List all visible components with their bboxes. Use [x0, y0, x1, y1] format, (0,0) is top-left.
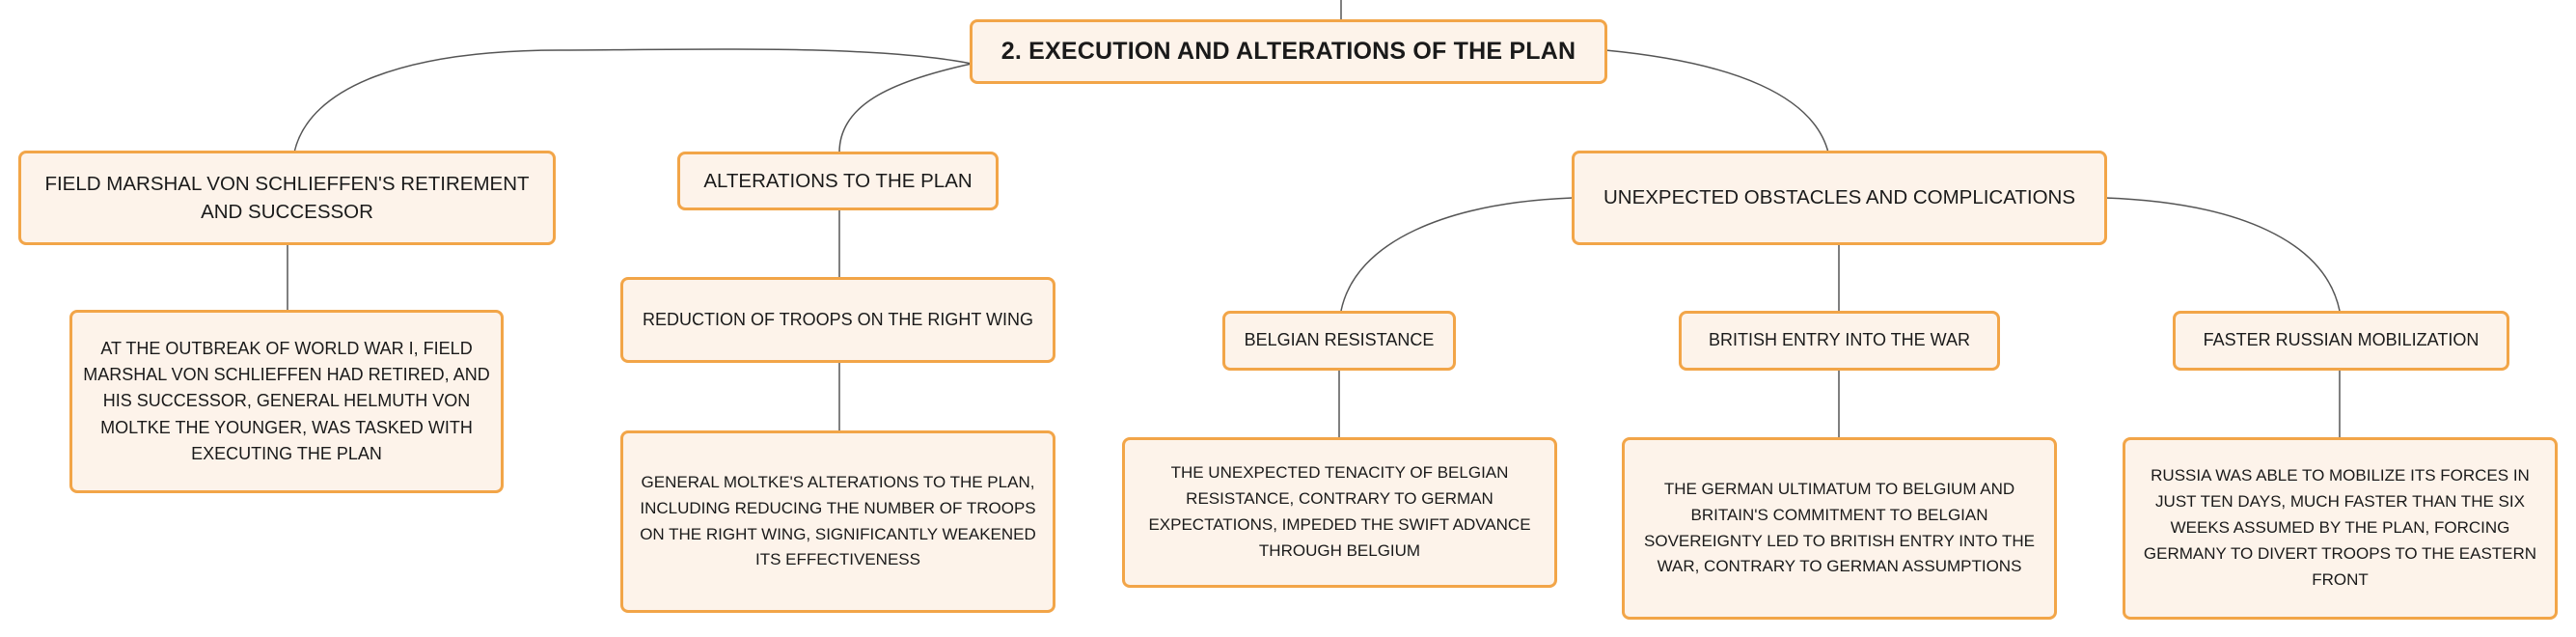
- subtopic-node-british[interactable]: BRITISH ENTRY INTO THE WAR: [1679, 311, 2000, 371]
- root-node[interactable]: 2. EXECUTION AND ALTERATIONS OF THE PLAN: [970, 19, 1607, 84]
- detail-node-russian[interactable]: RUSSIA WAS ABLE TO MOBILIZE ITS FORCES I…: [2123, 437, 2558, 620]
- branch-label: ALTERATIONS TO THE PLAN: [703, 169, 973, 192]
- subtopic-label: REDUCTION OF TROOPS ON THE RIGHT WING: [642, 309, 1034, 329]
- subtopic-node-russian[interactable]: FASTER RUSSIAN MOBILIZATION: [2173, 311, 2509, 371]
- detail-text: THE GERMAN ULTIMATUM TO BELGIUM AND BRIT…: [1644, 479, 2035, 576]
- subtopic-node-reduction[interactable]: REDUCTION OF TROOPS ON THE RIGHT WING: [620, 277, 1055, 363]
- connector-obstacles-russian: [2104, 197, 2341, 312]
- detail-node-schlieffen[interactable]: AT THE OUTBREAK OF WORLD WAR I, FIELD MA…: [69, 310, 504, 493]
- branch-label: FIELD MARSHAL VON SCHLIEFFEN'S RETIREMEN…: [44, 172, 530, 223]
- subtopic-label: BRITISH ENTRY INTO THE WAR: [1708, 330, 1971, 350]
- connector-root-alterations: [838, 63, 973, 153]
- detail-node-reduction[interactable]: GENERAL MOLTKE'S ALTERATIONS TO THE PLAN…: [620, 430, 1055, 613]
- branch-node-obstacles[interactable]: UNEXPECTED OBSTACLES AND COMPLICATIONS: [1572, 151, 2107, 245]
- subtopic-label: BELGIAN RESISTANCE: [1244, 330, 1435, 350]
- connector-root-schlieffen: [293, 48, 973, 153]
- detail-node-belgian[interactable]: THE UNEXPECTED TENACITY OF BELGIAN RESIS…: [1122, 437, 1557, 588]
- root-title: 2. EXECUTION AND ALTERATIONS OF THE PLAN: [1000, 37, 1576, 65]
- detail-text: AT THE OUTBREAK OF WORLD WAR I, FIELD MA…: [83, 338, 490, 464]
- subtopic-label: FASTER RUSSIAN MOBILIZATION: [2203, 330, 2480, 350]
- detail-text: GENERAL MOLTKE'S ALTERATIONS TO THE PLAN…: [640, 472, 1036, 569]
- detail-text: THE UNEXPECTED TENACITY OF BELGIAN RESIS…: [1148, 463, 1531, 560]
- detail-text: RUSSIA WAS ABLE TO MOBILIZE ITS FORCES I…: [2143, 466, 2537, 589]
- branch-node-schlieffen[interactable]: FIELD MARSHAL VON SCHLIEFFEN'S RETIREMEN…: [18, 151, 556, 245]
- connector-root-obstacles: [1604, 49, 1829, 153]
- branch-label: UNEXPECTED OBSTACLES AND COMPLICATIONS: [1603, 186, 2076, 209]
- branch-node-alterations[interactable]: ALTERATIONS TO THE PLAN: [677, 152, 999, 210]
- connector-obstacles-belgian: [1340, 197, 1574, 312]
- subtopic-node-belgian[interactable]: BELGIAN RESISTANCE: [1222, 311, 1456, 371]
- detail-node-british[interactable]: THE GERMAN ULTIMATUM TO BELGIUM AND BRIT…: [1622, 437, 2057, 620]
